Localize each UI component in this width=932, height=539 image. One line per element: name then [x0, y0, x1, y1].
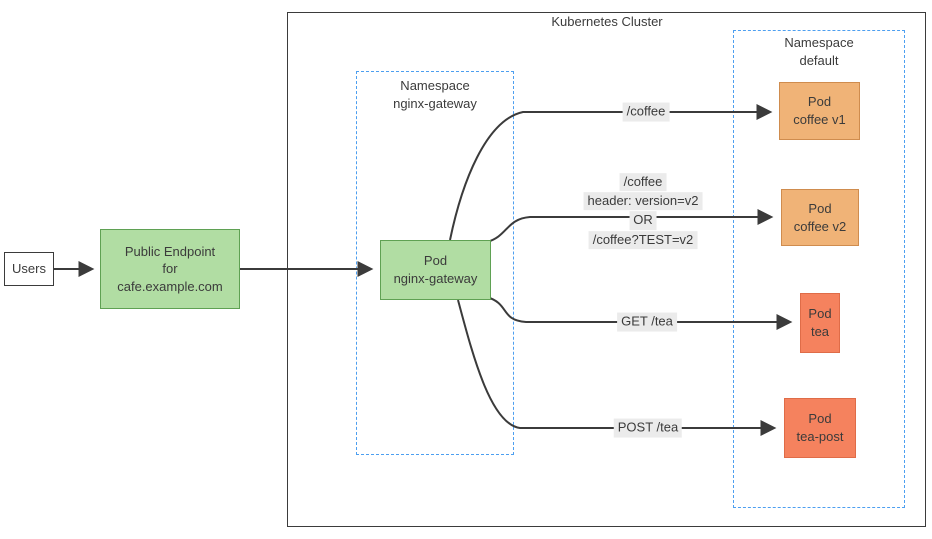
kubernetes-cluster-title: Kubernetes Cluster	[551, 14, 663, 29]
route-coffee-v2-line4: /coffee?TEST=v2	[588, 230, 698, 249]
route-tea-post-label: POST /tea	[613, 418, 683, 438]
route-coffee-v2-line1: /coffee	[619, 173, 667, 192]
public-endpoint-box: Public Endpoint for cafe.example.com	[100, 229, 240, 309]
pod-tea-box: Pod tea	[800, 293, 840, 353]
namespace-default-label: Namespace default	[784, 35, 854, 69]
pod-tea-post-box: Pod tea-post	[784, 398, 856, 458]
namespace-nginx-gateway-label: Namespace nginx-gateway	[393, 78, 477, 112]
pod-coffee-v1-box: Pod coffee v1	[779, 82, 860, 140]
route-coffee-v2-line3: OR	[629, 211, 657, 230]
route-coffee-v2-line2: header: version=v2	[583, 192, 703, 211]
route-tea-label: GET /tea	[617, 312, 677, 332]
users-box: Users	[4, 252, 54, 286]
namespace-nginx-gateway-box	[356, 71, 514, 455]
pod-coffee-v2-box: Pod coffee v2	[781, 189, 859, 246]
route-coffee-v1-label: /coffee	[622, 102, 670, 122]
namespace-default-box	[733, 30, 905, 508]
route-coffee-v2-label: /coffee header: version=v2 OR /coffee?TE…	[583, 173, 703, 249]
pod-nginx-gateway-box: Pod nginx-gateway	[380, 240, 491, 300]
